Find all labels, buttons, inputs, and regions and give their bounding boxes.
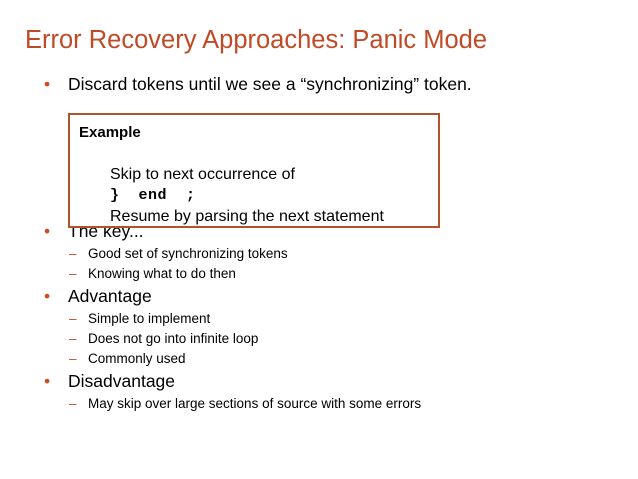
sub-bullet-good-set: – Good set of synchronizing tokens — [0, 244, 638, 264]
sub-bullet-knowing-what: – Knowing what to do then — [0, 264, 638, 284]
sub-bullet-may-skip-over: – May skip over large sections of source… — [0, 394, 638, 414]
dash-icon: – — [69, 266, 77, 281]
page-title: Error Recovery Approaches: Panic Mode — [25, 26, 488, 54]
bullet-dot-icon: • — [44, 286, 51, 306]
example-callout-box: Example Skip to next occurrence of } end… — [68, 113, 440, 228]
sub-bullet-text: Commonly used — [88, 351, 186, 366]
slide-body: • Discard tokens until we see a “synchro… — [0, 72, 638, 414]
sub-bullet-text: May skip over large sections of source w… — [88, 396, 422, 411]
sub-bullet-text: Knowing what to do then — [88, 266, 236, 281]
bullet-text: Advantage — [68, 286, 152, 306]
sub-bullet-text: Does not go into infinite loop — [88, 331, 259, 346]
sub-bullet-infinite-loop: – Does not go into infinite loop — [0, 329, 638, 349]
dash-icon: – — [69, 396, 77, 411]
dash-icon: – — [69, 311, 77, 326]
example-content: Skip to next occurrence of } end ; Resum… — [110, 164, 434, 227]
sub-bullet-simple-to-implement: – Simple to implement — [0, 309, 638, 329]
dash-icon: – — [69, 246, 77, 261]
bullet-dot-icon: • — [44, 371, 51, 391]
dash-icon: – — [69, 331, 77, 346]
example-line-skip: Skip to next occurrence of — [110, 166, 295, 183]
bullet-dot-icon: • — [44, 221, 51, 241]
bullet-advantage: • Advantage — [0, 284, 638, 309]
dash-icon: – — [69, 351, 77, 366]
sub-bullet-commonly-used: – Commonly used — [0, 349, 638, 369]
bullet-text: Disadvantage — [68, 371, 176, 391]
example-line-resume: Resume by parsing the next statement — [110, 208, 384, 225]
sub-bullet-text: Simple to implement — [88, 311, 211, 326]
bullet-disadvantage: • Disadvantage — [0, 369, 638, 394]
sub-bullet-text: Good set of synchronizing tokens — [88, 246, 288, 261]
example-heading: Example — [79, 124, 141, 141]
bullet-dot-icon: • — [44, 74, 51, 94]
bullet-text: Discard tokens until we see a “synchroni… — [68, 74, 472, 94]
example-code-tokens: } end ; — [110, 187, 196, 204]
bullet-discard-tokens: • Discard tokens until we see a “synchro… — [0, 72, 638, 97]
